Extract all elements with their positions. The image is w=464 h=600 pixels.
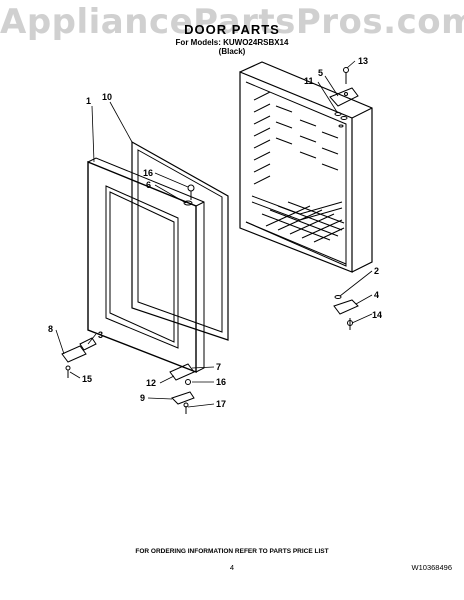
door-frame-drawing	[87, 157, 205, 374]
models-line: For Models: KUWO24RSBX14	[175, 38, 289, 47]
callout-17: 17	[216, 399, 226, 409]
screw-13	[343, 67, 349, 84]
callout-6: 6	[146, 180, 151, 190]
variant-label: (Black)	[218, 47, 246, 56]
page-title: DOOR PARTS	[184, 22, 280, 37]
spacer-11	[334, 112, 348, 128]
callout-4: 4	[374, 290, 379, 300]
callout-5: 5	[318, 68, 323, 78]
cabinet-drawing	[239, 61, 373, 273]
hinge-4-drawing	[333, 295, 359, 330]
leader-lines	[55, 60, 373, 408]
callout-12: 12	[146, 378, 156, 388]
callout-3: 3	[98, 330, 103, 340]
bottom-hinge-7-drawing	[169, 363, 195, 385]
callout-8: 8	[48, 324, 53, 334]
callout-10: 10	[102, 92, 112, 102]
callout-13: 13	[358, 56, 368, 66]
page-number: 4	[229, 563, 235, 572]
callout-7: 7	[216, 362, 221, 372]
hinge-5-drawing	[329, 87, 359, 107]
callout-16-top: 16	[143, 168, 153, 178]
bushing-6	[183, 200, 193, 206]
screw-16-top	[187, 184, 195, 200]
callout-2: 2	[374, 266, 379, 276]
callout-9: 9	[140, 393, 145, 403]
ordering-note: FOR ORDERING INFORMATION REFER TO PARTS …	[135, 548, 329, 555]
door-gasket-drawing	[131, 140, 229, 341]
watermark-logo: AppliancePartsPros.com	[0, 2, 464, 42]
callout-15: 15	[82, 374, 92, 384]
callout-1: 1	[86, 96, 91, 106]
callout-14: 14	[372, 310, 382, 320]
bracket-3-drawing	[61, 337, 97, 378]
document-number: W10368496	[411, 563, 452, 572]
callout-16-bottom: 16	[216, 377, 226, 387]
bottom-hinge-9-drawing	[171, 391, 195, 414]
callout-11: 11	[304, 76, 314, 86]
